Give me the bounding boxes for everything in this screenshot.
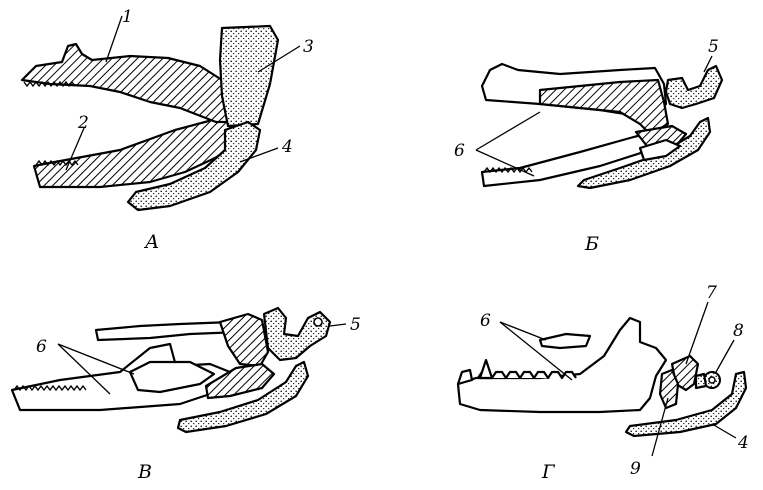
panel-c-stapes bbox=[262, 306, 332, 362]
panel-a-leader-4 bbox=[239, 147, 279, 163]
panel-a-palatoquadrate bbox=[20, 42, 242, 124]
panel-c-leader-5 bbox=[329, 323, 347, 327]
panel-c-articular bbox=[204, 362, 276, 400]
panel-a-lower-teeth bbox=[35, 159, 79, 167]
panel-d-hyoid bbox=[624, 370, 748, 438]
panel-c-teeth bbox=[13, 384, 87, 392]
panel-c-upper-bar bbox=[94, 320, 242, 342]
panel-c-squamosal bbox=[218, 312, 270, 368]
panel-b: 5 6 Б bbox=[454, 37, 724, 255]
panel-a-ceratohyal bbox=[126, 120, 262, 212]
panel-d-leader-6b bbox=[499, 321, 573, 381]
panel-d-stapes-crus bbox=[694, 372, 708, 390]
panel-a-label-1: 1 bbox=[122, 7, 133, 27]
panel-b-quadrate bbox=[538, 78, 670, 136]
panel-d-stapes-foramen bbox=[708, 376, 716, 384]
panel-d-label-4: 4 bbox=[737, 433, 749, 453]
panel-c-label-5: 5 bbox=[350, 315, 361, 335]
panel-d-zygomatic bbox=[538, 332, 592, 350]
panel-a-leader-2 bbox=[65, 127, 85, 171]
panel-a-leader-3 bbox=[257, 45, 301, 73]
panel-a: 1 2 3 4 А bbox=[20, 7, 314, 253]
panel-c-leader-6a bbox=[57, 343, 135, 375]
panel-d-label-7: 7 bbox=[706, 283, 717, 303]
panel-c-hyoid bbox=[176, 360, 310, 434]
panel-b-teeth bbox=[483, 166, 533, 174]
panel-d-malleus bbox=[658, 368, 680, 410]
panel-d-dentary bbox=[456, 316, 668, 414]
panel-a-label-4: 4 bbox=[281, 137, 293, 157]
panel-a-label-3: 3 bbox=[303, 37, 314, 57]
panel-b-stapes bbox=[664, 64, 724, 110]
panel-b-leader-5 bbox=[703, 55, 713, 73]
panel-d-label-9: 9 bbox=[630, 459, 641, 479]
panel-c-stapes-foramen bbox=[313, 317, 323, 327]
panel-b-leader-6b bbox=[475, 149, 535, 177]
panel-c: 5 6 В bbox=[10, 306, 361, 483]
panel-d-molars bbox=[477, 370, 577, 380]
panel-d-leader-8 bbox=[715, 339, 735, 373]
panel-d-letter: Г bbox=[541, 461, 556, 483]
panel-c-dentary bbox=[10, 342, 242, 412]
panel-d-label-6: 6 bbox=[480, 311, 491, 331]
panel-b-label-5: 5 bbox=[708, 37, 719, 57]
panel-d-label-8: 8 bbox=[733, 321, 744, 341]
panel-c-leader-6b bbox=[57, 343, 111, 395]
panel-b-letter: Б bbox=[584, 233, 599, 255]
panel-d-leader-9 bbox=[651, 397, 669, 457]
panel-d-canine bbox=[478, 358, 494, 380]
panel-d: 6 7 8 9 4 Г bbox=[456, 283, 749, 483]
panel-d-leader-6a bbox=[499, 321, 547, 341]
panel-c-letter: В bbox=[137, 461, 152, 483]
panel-b-leader-6a bbox=[475, 111, 541, 151]
panel-a-label-2: 2 bbox=[77, 113, 89, 133]
panel-a-letter: А bbox=[143, 231, 159, 253]
panel-d-leader-4 bbox=[711, 423, 737, 439]
panel-c-coronoid bbox=[128, 360, 216, 394]
panel-b-angular bbox=[638, 138, 682, 162]
panel-c-label-6: 6 bbox=[36, 337, 47, 357]
panel-a-hyomandibular bbox=[218, 24, 280, 128]
panel-d-incisor bbox=[456, 368, 474, 386]
panel-b-label-6: 6 bbox=[454, 141, 465, 161]
panel-a-upper-teeth bbox=[23, 80, 76, 88]
panel-d-leader-7 bbox=[685, 301, 709, 365]
panel-a-leader-1 bbox=[105, 15, 123, 63]
